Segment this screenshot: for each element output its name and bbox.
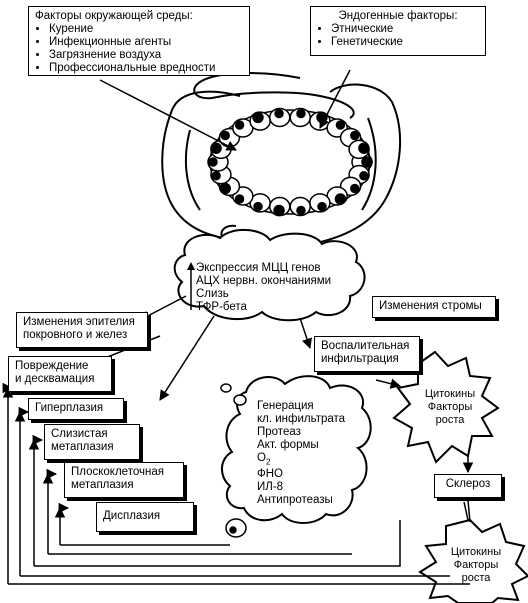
env-factors-box: Факторы окружающей среды: Курение Инфекц…	[28, 6, 250, 76]
central-cloud-shape	[173, 229, 366, 322]
env-factors-title: Факторы окружающей среды:	[35, 10, 193, 22]
cytokines-line: Факторы	[453, 559, 499, 571]
damage-line: Повреждение	[15, 360, 89, 372]
inflammatory-line: Воспалительная	[321, 340, 410, 352]
cell-nucleus	[359, 171, 369, 181]
mucous-line: метаплазия	[51, 441, 114, 453]
cytokines-line: Факторы	[427, 401, 473, 413]
mucous-metaplasia-box: Слизистая метаплазия	[44, 424, 140, 460]
sclerosis-label: Склероз	[445, 478, 491, 490]
cell-nucleus	[253, 201, 263, 212]
mucous-line: Слизистая	[51, 428, 108, 440]
central-cloud-text: Экспрессия МЦЦ генов АЦХ нервн. окончани…	[196, 262, 356, 314]
stroma-change-label: Изменения стромы	[379, 300, 482, 312]
sclerosis-box: Склероз	[434, 474, 502, 498]
endo-factors-box: Эндогенные факторы: Этнические Генетичес…	[310, 6, 486, 56]
hyperplasia-label: Гиперплазия	[35, 402, 104, 414]
cytokines-bottom-burst	[418, 518, 528, 603]
inflammatory-box: Воспалительная инфильтрация	[314, 336, 420, 372]
squamous-metaplasia-box: Плоскоклеточная метаплазия	[64, 462, 184, 498]
cytokines-bottom-text: Цитокины Факторы роста	[444, 546, 508, 585]
up-arrow-icon	[187, 262, 195, 310]
generation-line-o2: O2	[257, 452, 367, 468]
cell-nucleus	[211, 171, 221, 181]
o2-label: O	[257, 452, 266, 464]
cell-nucleus	[273, 204, 285, 217]
cytokines-top-burst	[392, 350, 500, 464]
epithelial-ring	[207, 107, 373, 217]
thought-bubbles	[220, 383, 247, 538]
cytokines-line: Цитокины	[450, 546, 502, 558]
cell-nucleus	[358, 142, 370, 154]
endo-factor-item: Этнические	[331, 23, 479, 36]
cloud-line: Слизь	[196, 288, 229, 300]
stroma-change-box: Изменения стромы	[372, 296, 496, 318]
endo-factor-item: Генетические	[331, 36, 479, 49]
damage-box: Повреждение и десквамация	[8, 356, 112, 392]
cytokines-line: роста	[461, 572, 491, 584]
env-factor-item: Профессиональные вредности	[49, 62, 243, 75]
o2-subscript: 2	[265, 457, 271, 467]
cell-nucleus	[220, 130, 230, 141]
cytokines-line: роста	[435, 414, 465, 426]
squamous-line: Плоскоклеточная	[71, 466, 164, 478]
cytokines-line: Цитокины	[424, 388, 476, 400]
cell-nucleus	[296, 205, 306, 216]
cell-nucleus	[350, 183, 360, 194]
dysplasia-box: Дисплазия	[96, 502, 194, 532]
generation-line: Антипротеазы	[257, 494, 333, 507]
inflammatory-line: инфильтрация	[321, 353, 399, 365]
generation-line: Акт. формы	[257, 439, 319, 451]
cell-nucleus	[208, 157, 218, 167]
generation-line: кл. инфильтрата	[257, 413, 346, 425]
epithelium-line: покровного и желез	[23, 329, 128, 341]
cytokines-top-text: Цитокины Факторы роста	[418, 388, 482, 427]
generation-line: Протеаз	[257, 426, 301, 438]
cell-nucleus	[234, 120, 245, 130]
generation-cloud-shape	[221, 375, 372, 524]
cloud-line: АЦХ нервн. окончаниями	[196, 275, 332, 287]
epithelium-change-box: Изменения эпителия покровного и желез	[16, 312, 148, 348]
generation-line: ИЛ-8	[257, 481, 284, 494]
dysplasia-label: Дисплазия	[103, 510, 161, 522]
cell-nucleus	[252, 111, 264, 124]
hyperplasia-box: Гиперплазия	[28, 398, 124, 420]
cell-nucleus	[361, 156, 373, 168]
cloud-line: ТФР-бета	[196, 301, 247, 313]
epithelium-line: Изменения эпителия	[23, 316, 135, 328]
cell-nucleus	[334, 193, 347, 205]
generation-line: Генерация	[257, 400, 314, 412]
env-factor-item: Инфекционные агенты	[49, 36, 243, 49]
generation-line: ФНО	[257, 468, 283, 481]
cell-nucleus	[234, 194, 245, 204]
squamous-line: метаплазия	[71, 479, 134, 491]
cell-nucleus	[210, 142, 222, 154]
cell-nucleus	[219, 182, 231, 195]
cell-nucleus	[350, 130, 360, 141]
endo-factors-title: Эндогенные факторы:	[338, 10, 458, 22]
env-factor-item: Загрязнение воздуха	[49, 49, 243, 62]
env-factor-item: Курение	[49, 23, 243, 36]
damage-line: и десквамация	[15, 373, 95, 385]
generation-cloud-text: Генерация кл. инфильтрата Протеаз Акт. ф…	[257, 400, 367, 507]
cell-nucleus	[296, 108, 306, 119]
cell-nucleus	[274, 108, 284, 119]
cloud-line: Экспрессия МЦЦ генов	[196, 262, 321, 274]
cell-nucleus	[335, 120, 346, 130]
cell-nucleus	[317, 201, 327, 212]
